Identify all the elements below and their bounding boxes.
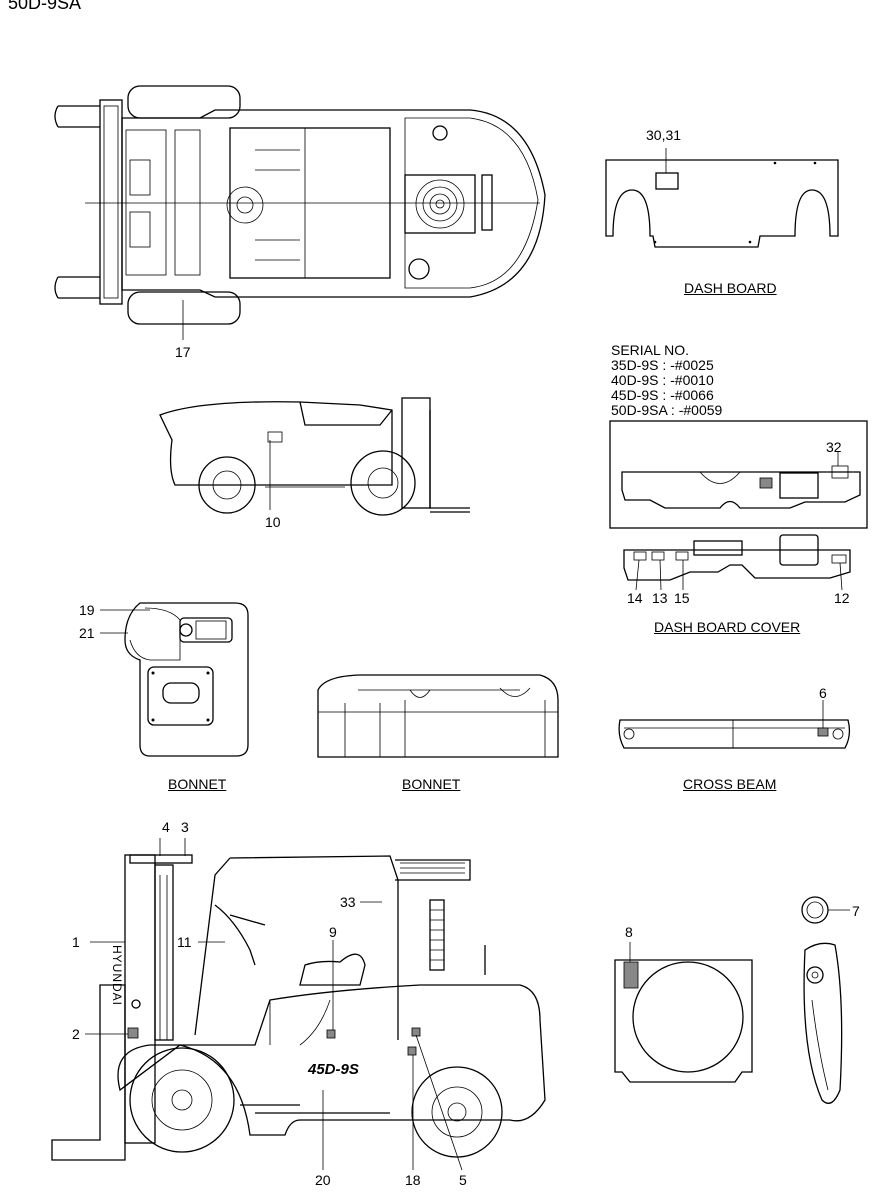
callout-10: 10 <box>265 514 281 530</box>
radiator-panel-drawing <box>614 942 753 1083</box>
callout-4: 4 <box>162 819 170 835</box>
bonnet-left-drawing <box>100 602 249 757</box>
serial-block: SERIAL NO. 35D-9S : -#0025 40D-9S : -#00… <box>611 343 722 418</box>
handle-drawing <box>801 896 850 1104</box>
serial-line: 35D-9S : -#0025 <box>611 357 714 373</box>
callout-13: 13 <box>652 590 668 606</box>
callout-14: 14 <box>627 590 643 606</box>
caption-cross-beam: CROSS BEAM <box>683 776 777 792</box>
dash-board-drawing <box>605 148 839 248</box>
bonnet-right-drawing <box>317 674 559 758</box>
callout-32: 32 <box>826 439 842 455</box>
callout-19: 19 <box>79 602 95 618</box>
mast-brand-decal: HYUNDAI <box>110 945 124 1007</box>
serial-heading: SERIAL NO. <box>611 342 690 358</box>
callout-33: 33 <box>340 894 356 910</box>
caption-bonnet-right: BONNET <box>402 776 461 792</box>
model-label: 50D-9SA <box>8 0 82 13</box>
caption-dash-board-cover: DASH BOARD COVER <box>654 619 801 635</box>
dash-board-cover-drawing <box>609 420 868 591</box>
callout-15: 15 <box>674 590 690 606</box>
callout-12: 12 <box>834 590 850 606</box>
callout-11: 11 <box>177 934 192 950</box>
callout-5: 5 <box>459 1172 467 1188</box>
callout-17: 17 <box>175 344 191 360</box>
callout-18: 18 <box>405 1172 421 1188</box>
caption-bonnet-left: BONNET <box>168 776 227 792</box>
callout-30-31: 30,31 <box>646 127 682 143</box>
top-view-forklift <box>54 85 546 340</box>
callout-1: 1 <box>72 934 80 950</box>
serial-line: 45D-9S : -#0066 <box>611 387 714 403</box>
callout-6: 6 <box>819 685 827 701</box>
callout-2: 2 <box>72 1026 80 1042</box>
model-decal: 45D-9S <box>308 1061 359 1078</box>
caption-dash-board: DASH BOARD <box>684 280 777 296</box>
callout-3: 3 <box>181 819 189 835</box>
serial-line: 40D-9S : -#0010 <box>611 372 714 388</box>
callout-21: 21 <box>79 625 95 641</box>
callout-20: 20 <box>315 1172 331 1188</box>
side-view-forklift <box>159 397 470 516</box>
callout-7: 7 <box>852 903 860 919</box>
cross-beam-drawing <box>618 700 851 749</box>
main-forklift-drawing <box>51 838 546 1171</box>
callout-8: 8 <box>625 924 633 940</box>
serial-line: 50D-9SA : -#0059 <box>611 402 723 418</box>
callout-9: 9 <box>329 924 337 940</box>
